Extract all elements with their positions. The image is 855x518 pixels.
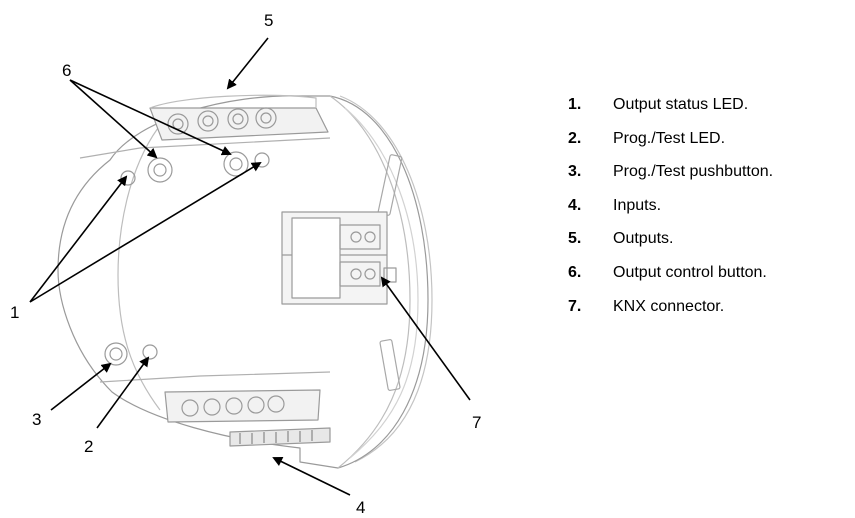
legend-text: Prog./Test pushbutton. bbox=[613, 163, 774, 181]
legend-text: Output status LED. bbox=[613, 96, 749, 113]
arrow-6a bbox=[69, 79, 158, 159]
bottom-connector-ticks bbox=[239, 430, 313, 444]
prog-test-controls bbox=[104, 342, 158, 366]
legend-item: 5. Outputs. bbox=[568, 230, 855, 264]
legend-number: 3. bbox=[568, 163, 582, 181]
legend-text: Output control button. bbox=[613, 263, 767, 281]
arrow-6b bbox=[69, 79, 232, 156]
legend-number: 7. bbox=[568, 297, 582, 315]
legend-item: 3. Prog./Test pushbutton. bbox=[568, 163, 855, 197]
legend-item: 4. Inputs. bbox=[568, 197, 855, 231]
callout-5: 5 bbox=[264, 11, 273, 30]
legend-number: 1. bbox=[568, 96, 582, 113]
arrow-3 bbox=[50, 362, 112, 411]
legend-text: Outputs. bbox=[613, 230, 674, 248]
callout-4: 4 bbox=[356, 498, 365, 517]
upper-ledge bbox=[79, 137, 331, 159]
arrow-5 bbox=[226, 37, 269, 90]
arrow-7 bbox=[380, 276, 471, 401]
callout-3: 3 bbox=[32, 410, 41, 429]
output-terminal-top bbox=[149, 94, 317, 109]
callout-arrows bbox=[29, 37, 471, 496]
legend-number: 4. bbox=[568, 196, 582, 214]
arrow-4 bbox=[272, 457, 351, 496]
callout-2: 2 bbox=[84, 437, 93, 456]
legend-list: 1. Output status LED. 2. Prog./Test LED.… bbox=[568, 96, 855, 331]
knx-connector-drawing bbox=[281, 211, 397, 305]
arrow-1b bbox=[29, 161, 262, 303]
legend-item: 6. Output control button. bbox=[568, 264, 855, 298]
input-terminal-screws bbox=[181, 395, 285, 417]
callout-labels: 1 2 3 4 5 6 7 bbox=[10, 11, 481, 517]
legend-text: Inputs. bbox=[613, 196, 662, 214]
callout-7: 7 bbox=[472, 413, 481, 432]
arrow-1a bbox=[29, 175, 128, 303]
lower-ledge bbox=[99, 371, 331, 383]
device-side-arc-1 bbox=[329, 95, 411, 469]
legend-number: 6. bbox=[568, 263, 582, 281]
callout-6: 6 bbox=[62, 61, 71, 80]
arrow-2 bbox=[96, 356, 150, 429]
legend-text: KNX connector. bbox=[613, 297, 725, 315]
bottom-connector-strip bbox=[229, 427, 331, 447]
device-drawing bbox=[57, 94, 433, 469]
legend-item: 7. KNX connector. bbox=[568, 298, 855, 332]
legend-item: 1. Output status LED. bbox=[568, 96, 855, 130]
device-back-rim bbox=[339, 95, 433, 463]
output-terminal-screws bbox=[167, 107, 277, 135]
device-side-arc-2 bbox=[344, 107, 419, 459]
legend-number: 5. bbox=[568, 230, 582, 248]
output-control-buttons bbox=[147, 151, 249, 183]
legend-text: Prog./Test LED. bbox=[613, 129, 726, 147]
legend-item: 2. Prog./Test LED. bbox=[568, 130, 855, 164]
legend-number: 2. bbox=[568, 129, 582, 147]
callout-1: 1 bbox=[10, 303, 19, 322]
